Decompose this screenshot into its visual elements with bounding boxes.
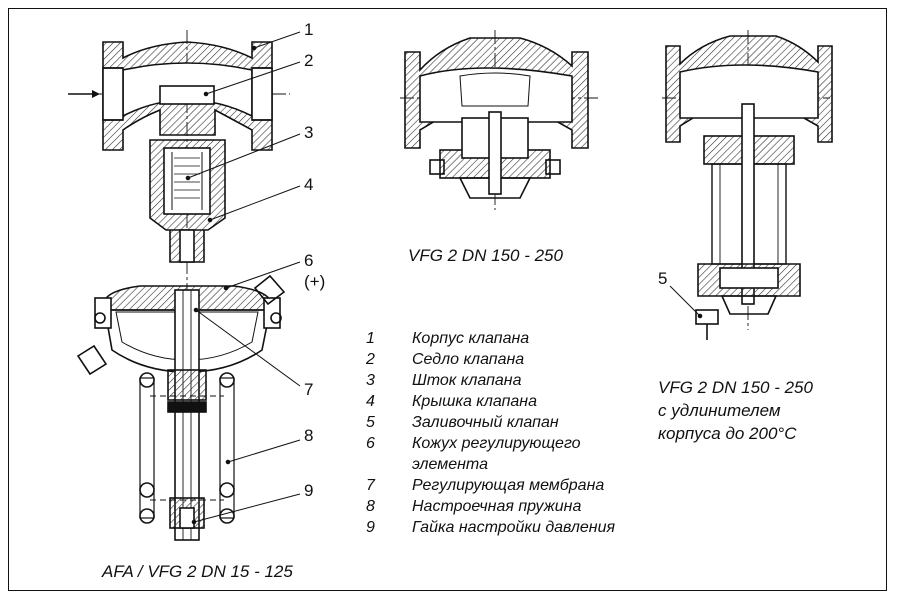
legend-item: 1 Корпус клапана	[366, 328, 622, 349]
legend-text: Седло клапана	[412, 351, 525, 368]
legend-item: 6 Кожух регулирующего элемента	[366, 433, 622, 475]
legend-item: 7 Регулирующая мембрана	[366, 475, 622, 496]
extended-valve-drawing	[662, 30, 833, 340]
callout-4: 4	[304, 175, 314, 194]
callout-plus: (+)	[304, 272, 326, 291]
caption-main-valve: AFA / VFG 2 DN 15 - 125	[102, 562, 293, 581]
parts-legend: 1 Корпус клапана 2 Седло клапана 3 Шток кла…	[366, 328, 622, 538]
callout-2: 2	[304, 51, 314, 70]
legend-number: 8	[366, 498, 375, 515]
legend-item: 4 Крышка клапана	[366, 391, 622, 412]
legend-number: 1	[366, 330, 375, 347]
caption-extended-line3: корпуса до 200°C	[658, 424, 797, 443]
legend-item: 2 Седло клапана	[366, 349, 622, 370]
legend-number: 9	[366, 519, 375, 536]
main-valve-drawing	[68, 30, 290, 541]
legend-text: Крышка клапана	[412, 393, 537, 410]
callout-8: 8	[304, 426, 314, 445]
caption-small-valve: VFG 2 DN 150 - 250	[408, 246, 563, 265]
legend-text: Кожух регулирующего элемента	[412, 435, 581, 473]
callout-3: 3	[304, 123, 314, 142]
callout-5: 5	[658, 269, 668, 288]
legend-item: 5 Заливочный клапан	[366, 412, 622, 433]
legend-number: 2	[366, 351, 375, 368]
legend-item: 8 Настроечная пружина	[366, 496, 622, 517]
legend-text: Корпус клапана	[412, 330, 530, 347]
caption-extended-line2: с удлинителем	[658, 401, 781, 420]
legend-text: Заливочный клапан	[412, 414, 559, 431]
callout-9: 9	[304, 481, 314, 500]
legend-number: 5	[366, 414, 375, 431]
legend-number: 4	[366, 393, 375, 410]
callout-1: 1	[304, 20, 314, 39]
legend-text: Регулирующая мембрана	[412, 477, 605, 494]
legend-item: 9 Гайка настройки давления	[366, 517, 622, 538]
legend-text: Шток клапана	[412, 372, 522, 389]
legend-number: 7	[366, 477, 375, 494]
callout-7: 7	[304, 380, 314, 399]
caption-extended-line1: VFG 2 DN 150 - 250	[658, 378, 813, 397]
legend-text: Гайка настройки давления	[412, 519, 616, 536]
legend-item: 3 Шток клапана	[366, 370, 622, 391]
legend-number: 6	[366, 435, 375, 452]
drawing-frame	[8, 8, 887, 591]
small-valve-drawing	[400, 30, 600, 210]
callout-6: 6	[304, 251, 314, 270]
legend-text: Настроечная пружина	[412, 498, 582, 515]
callout-leaders	[185, 31, 703, 525]
legend-number: 3	[366, 372, 375, 389]
